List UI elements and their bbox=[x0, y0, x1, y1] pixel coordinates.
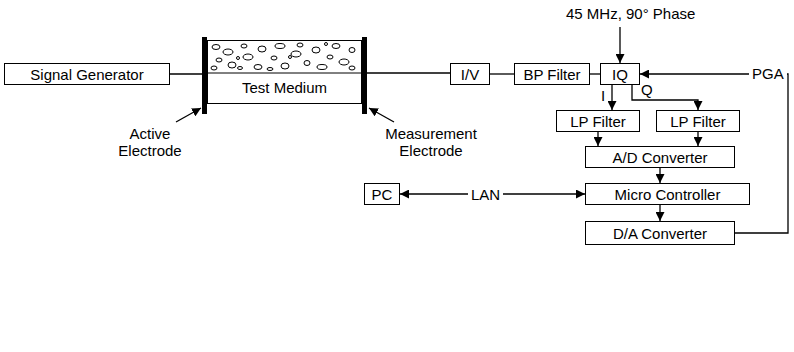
signal-connector bbox=[659, 205, 660, 221]
process-box: D/A Converter bbox=[585, 221, 735, 245]
measurement-electrode-bar bbox=[362, 37, 367, 114]
signal-connector bbox=[597, 132, 598, 146]
process-box: A/D Converter bbox=[585, 146, 735, 168]
medium-particles bbox=[207, 43, 362, 74]
box-label: PC bbox=[372, 186, 393, 203]
signal-connector bbox=[697, 132, 698, 146]
process-box: Micro Controller bbox=[585, 183, 750, 205]
electrode-label: Measurement Electrode bbox=[376, 125, 486, 159]
process-box: Test Medium bbox=[207, 40, 362, 104]
signal-connector bbox=[362, 72, 450, 73]
process-box: IQ bbox=[600, 63, 640, 85]
box-label: BP Filter bbox=[523, 66, 580, 83]
medium-divider bbox=[207, 73, 362, 74]
signal-name: LAN bbox=[468, 187, 503, 202]
box-label: D/A Converter bbox=[613, 225, 707, 242]
signal-connector bbox=[590, 73, 600, 74]
reference-arrow bbox=[619, 27, 620, 63]
box-label: A/D Converter bbox=[612, 149, 707, 166]
process-box: LP Filter bbox=[556, 110, 640, 132]
signal-connector bbox=[490, 73, 514, 74]
box-label: Test Medium bbox=[242, 79, 327, 96]
electrode-label: Active Electrode bbox=[108, 125, 192, 159]
process-box: BP Filter bbox=[514, 63, 590, 85]
leader-line bbox=[369, 108, 394, 122]
process-box: PC bbox=[364, 183, 400, 205]
process-box: LP Filter bbox=[656, 110, 740, 132]
box-label: IQ bbox=[612, 66, 628, 83]
signal-name: Q bbox=[638, 82, 656, 97]
box-label: LP Filter bbox=[570, 113, 626, 130]
signal-connector bbox=[170, 73, 207, 74]
leader-line bbox=[176, 108, 201, 122]
box-label: I/V bbox=[461, 66, 479, 83]
box-label: Signal Generator bbox=[30, 66, 143, 83]
process-box: I/V bbox=[450, 63, 490, 85]
box-label: LP Filter bbox=[670, 113, 726, 130]
signal-connector bbox=[659, 168, 660, 183]
signal-connector bbox=[611, 85, 612, 110]
box-label: Micro Controller bbox=[615, 186, 721, 203]
signal-label: 45 MHz, 90° Phase bbox=[566, 5, 695, 22]
process-box: Signal Generator bbox=[4, 63, 170, 85]
signal-name: I bbox=[598, 88, 608, 103]
signal-name: PGA bbox=[749, 66, 787, 81]
